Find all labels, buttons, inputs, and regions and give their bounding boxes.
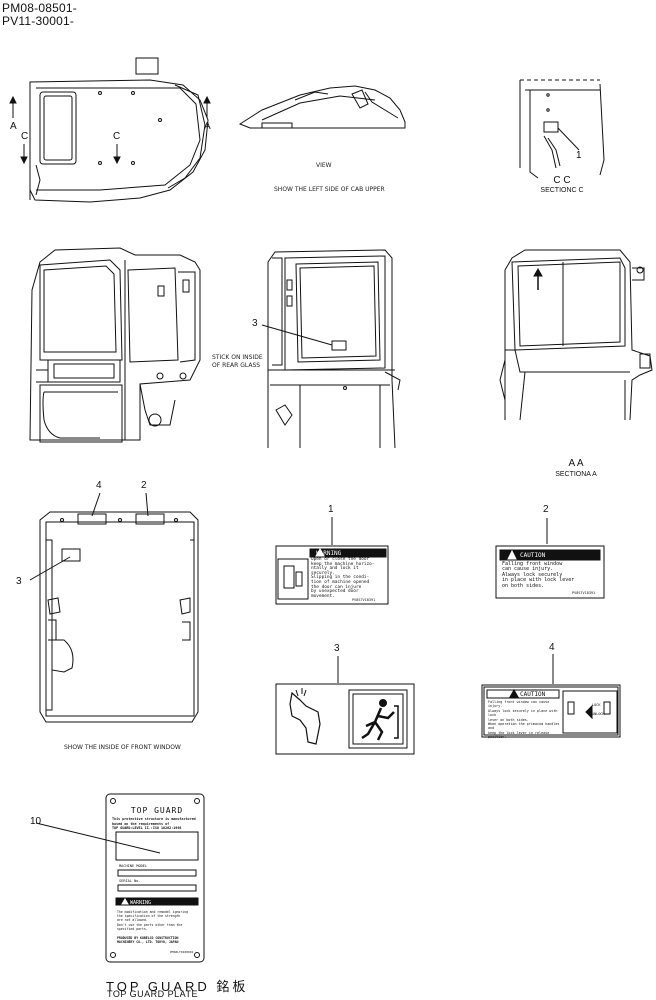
drawing-number-2: PV11-30001-: [2, 14, 75, 28]
marker-c-left: C: [21, 131, 29, 142]
plate-line: TOP GUARD:LEVEL II.:ISO 10262:1998: [112, 826, 182, 831]
decal4-header-text: CAUTION: [520, 691, 546, 698]
cab-upper-side-view: [238, 85, 406, 129]
callout-fw-4: 4: [96, 480, 102, 491]
decal4-text: Falling front window can cause injury. A…: [488, 700, 562, 740]
decal-pictogram-3: [275, 656, 415, 755]
section-aa-view: [499, 249, 653, 421]
callout-decal-4: 4: [549, 642, 555, 653]
marker-a-right: A: [204, 121, 211, 132]
plate-warning-line: specified parts.: [117, 926, 148, 931]
plate-maker-line: PRODUCED BY KOBELCO CONSTRUCTION: [117, 936, 179, 940]
decal1-code: PV8S7V18391: [352, 598, 376, 602]
decal-caution-2: [495, 518, 605, 599]
plate-line: based on the requirements of: [112, 821, 170, 826]
decal4-lock: LOCK: [592, 703, 601, 707]
decal2-line: can cause injury.: [502, 566, 554, 573]
cab-rear-view: [261, 249, 401, 449]
callout-decal-1: 1: [328, 504, 334, 515]
plate-maker-line: MACHINERY CO., LTD. TOKYO, JAPAN: [117, 940, 179, 945]
plate-code: PMS8LT0100001: [170, 950, 194, 954]
callout-rear-3: 3: [252, 318, 258, 329]
decal2-line: Falling front window: [502, 561, 563, 567]
decal2-line: Always lock securely: [502, 571, 563, 578]
decal1-line: Slipping in the condi-: [311, 575, 370, 581]
plate-caption-title: TOP GUARD 銘板: [106, 979, 249, 994]
decal4-release: UNLOCK: [592, 712, 605, 716]
decal1-line: movement.: [311, 593, 335, 599]
decal-caution-4: [481, 654, 621, 738]
callout-fw-3: 3: [16, 576, 22, 587]
plate-warning-line: Don't use the parts other than the: [117, 922, 183, 927]
callout-cc-1: 1: [576, 150, 582, 161]
plate-text-block: This protective structure is manufacture…: [112, 817, 204, 831]
plate-maker: PRODUCED BY KOBELCO CONSTRUCTION MACHINE…: [117, 936, 201, 944]
decal2-line: on both sides.: [502, 582, 545, 589]
front-window-view: [29, 492, 199, 723]
decal4-line: lever on both sides.: [488, 717, 529, 722]
plate-warning-line: The modification and remodel ignoring: [117, 910, 189, 914]
plate-warning-header: WARNING: [130, 900, 151, 906]
marker-a-left: A: [10, 121, 17, 132]
callout-plate-10: 10: [30, 816, 42, 827]
decal1-line: by unexpected door: [311, 589, 359, 595]
plate-heading: TOP GUARD: [130, 806, 184, 815]
section-cc-view: [519, 79, 605, 179]
section-aa-sub: SECTIONA A: [555, 471, 597, 478]
decal2-header-text: CAUTION: [520, 552, 546, 559]
view-caption: VIEW: [316, 162, 332, 169]
plate-serial-label: SERIAL No.: [119, 879, 141, 883]
plate-model-label: MACHINE MODEL: [119, 864, 148, 868]
front-window-caption: SHOW THE INSIDE OF FRONT WINDOW: [64, 744, 181, 751]
decal1-line: securely.: [311, 570, 335, 576]
callout-decal-2: 2: [543, 504, 549, 515]
top-guard-plate: [35, 793, 205, 963]
plate-warning-line: are not allowed.: [117, 918, 148, 923]
decal-warning-1: [275, 517, 389, 605]
section-a-arrows: [9, 95, 211, 165]
section-cc-title: C C: [553, 175, 571, 186]
decal1-line: ntally and lock it: [311, 566, 359, 572]
decal2-line: in place with lock lever: [502, 577, 575, 584]
decal1-line: Open or close the door: [311, 557, 370, 562]
decal4-line: Always lock securely in place with lock: [488, 708, 558, 718]
decal1-line: keep the machine horizo-: [311, 561, 375, 567]
decal2-text: Falling front window can cause injury. A…: [502, 561, 602, 589]
plate-warning-line: the specification of the strength: [117, 914, 181, 919]
callout-fw-2: 2: [141, 480, 147, 491]
section-aa-title: A A: [568, 458, 584, 469]
decal2-code: PV8S7V18391: [572, 591, 596, 595]
decal1-line: tion of machine opened: [311, 579, 370, 585]
decal4-line: Falling front window can cause injury.: [488, 700, 550, 709]
marker-c-mid: C: [113, 131, 121, 142]
left-side-caption: SHOW THE LEFT SIDE OF CAB UPPER: [274, 186, 385, 193]
callout-decal-3: 3: [334, 643, 340, 654]
decal1-header-text: WARNING: [316, 550, 342, 557]
cab-top-view: [29, 57, 209, 203]
cab-left-side-view: [29, 247, 201, 443]
decal1-line: the door can injure: [311, 584, 362, 590]
decal4-line: When operation the primacom handles and: [488, 722, 560, 731]
plate-line: This protective structure is manufacture…: [112, 817, 196, 821]
section-cc-sub: SECTIONC C: [540, 187, 584, 194]
plate-caption-subtitle: TOP GUARD PLATE: [107, 989, 199, 999]
stick-on-note-2: OF REAR GLASS: [212, 362, 261, 369]
drawing-number-1: PM08-08501-: [2, 1, 77, 15]
plate-warning-text: The modification and remodel ignoring th…: [117, 910, 199, 931]
stick-on-note-1: STICK ON INSIDE: [212, 354, 263, 361]
decal1-text: Open or close the door keep the machine …: [311, 557, 387, 599]
decal4-line: keep the lock lever in release position.: [488, 730, 550, 740]
